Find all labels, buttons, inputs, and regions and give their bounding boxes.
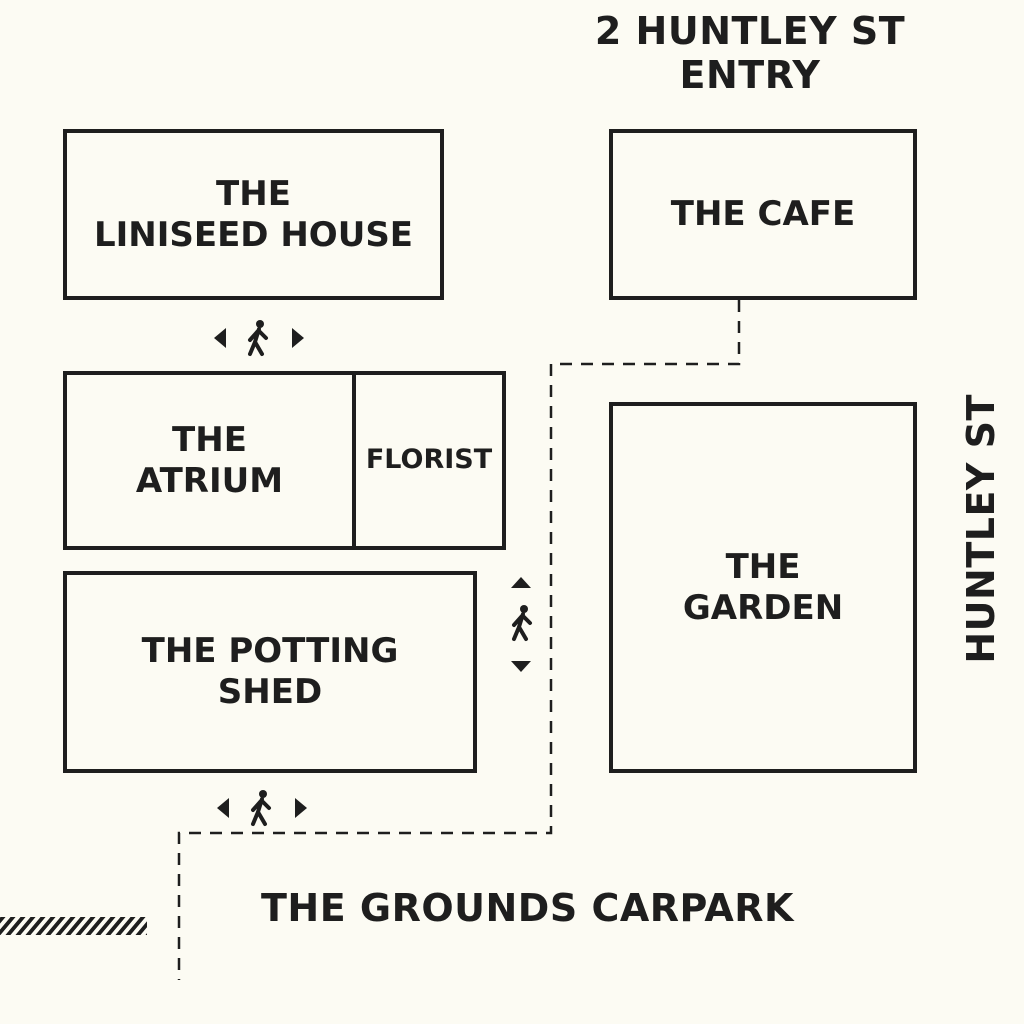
- arrow-up-icon: [511, 577, 531, 588]
- walk-icon-group-top: [214, 320, 304, 356]
- room-label: THE: [172, 419, 247, 460]
- room-label: LINISEED HOUSE: [93, 214, 414, 255]
- room-label: GARDEN: [682, 587, 844, 628]
- entry-label: 2 HUNTLEY ST ENTRY: [560, 9, 940, 97]
- room-label: THE POTTING: [141, 631, 399, 672]
- room-label: THE: [725, 546, 801, 587]
- room-label: THE CAFE: [670, 194, 856, 235]
- walking-path: [177, 300, 741, 980]
- street-label: HUNTLEY ST: [959, 394, 1004, 664]
- walking-person-icon: [248, 320, 268, 356]
- arrow-left-icon: [217, 798, 229, 818]
- walking-person-icon: [512, 605, 532, 641]
- walk-icon-group-bottom: [217, 790, 307, 826]
- arrow-right-icon: [295, 798, 307, 818]
- room-label: FLORIST: [365, 444, 493, 476]
- arrow-down-icon: [511, 661, 531, 672]
- walking-person-icon: [251, 790, 271, 826]
- room-label: THE: [216, 173, 291, 214]
- entry-line2: ENTRY: [679, 52, 821, 97]
- walk-icon-group-side: [511, 577, 532, 672]
- arrow-left-icon: [214, 328, 226, 348]
- entry-line1: 2 HUNTLEY ST: [594, 9, 906, 53]
- room-label: SHED: [217, 672, 323, 712]
- room-label: ATRIUM: [135, 460, 284, 501]
- carpark-label: THE GROUNDS CARPARK: [260, 886, 794, 930]
- room-florist[interactable]: FLORIST: [352, 371, 506, 550]
- hatched-barrier: [0, 917, 147, 935]
- room-cafe[interactable]: THE CAFE: [609, 129, 917, 300]
- arrow-right-icon: [292, 328, 304, 348]
